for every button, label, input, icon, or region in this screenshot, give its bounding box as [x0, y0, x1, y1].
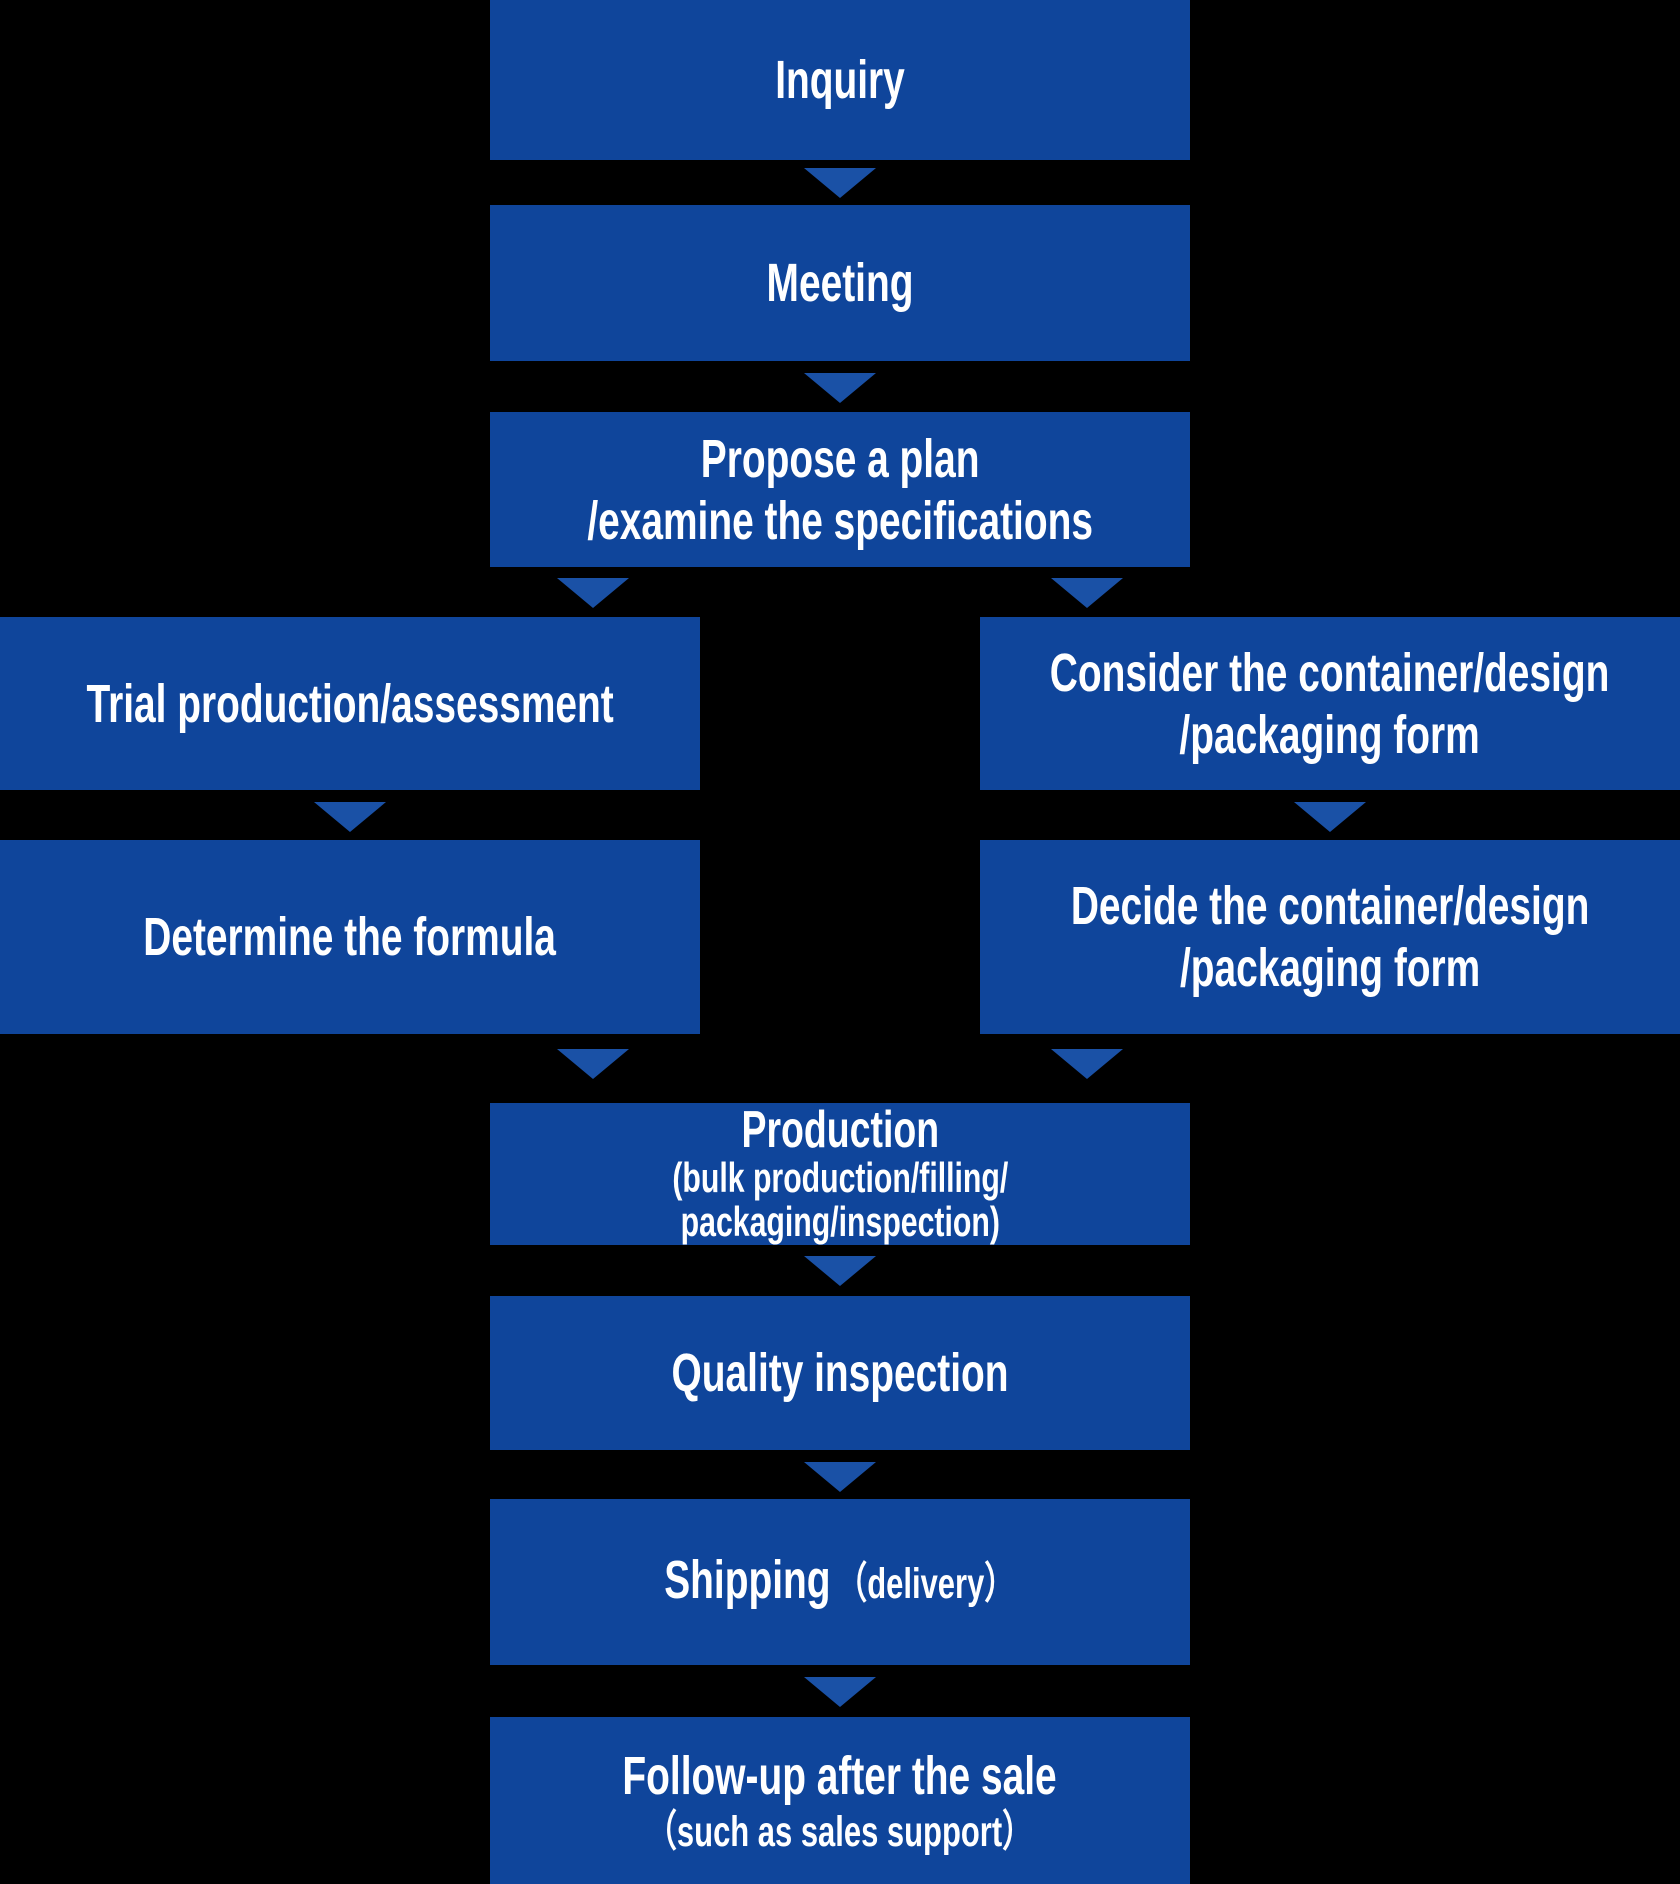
down-arrow-icon — [1051, 1049, 1123, 1079]
flow-node-inquiry: Inquiry — [490, 0, 1190, 160]
down-arrow-icon — [804, 373, 876, 403]
flow-node-consider-container: Consider the container/design /packaging… — [980, 617, 1680, 790]
flow-node-determine-formula: Determine the formula — [0, 840, 700, 1034]
flow-node-shipping-label: Shipping（delivery） — [664, 1550, 1016, 1610]
flow-node-meeting: Meeting — [490, 205, 1190, 361]
flow-node-follow-up: Follow-up after the sale （such as sales … — [490, 1717, 1190, 1884]
down-arrow-icon — [1294, 802, 1366, 832]
flow-node-trial-production-label: Trial production/assessment — [86, 673, 614, 734]
flow-node-follow-up-label: Follow-up after the sale （such as sales … — [622, 1745, 1058, 1856]
flow-node-production-label: Production (bulk production/filling/ pac… — [672, 1101, 1008, 1245]
flow-node-decide-container-label: Decide the container/design /packaging f… — [1070, 876, 1590, 998]
down-arrow-icon — [557, 1049, 629, 1079]
flow-node-quality-inspection: Quality inspection — [490, 1296, 1190, 1450]
flow-node-decide-container: Decide the container/design /packaging f… — [980, 840, 1680, 1034]
flow-node-trial-production: Trial production/assessment — [0, 617, 700, 790]
down-arrow-icon — [804, 1462, 876, 1492]
flow-node-shipping: Shipping（delivery） — [490, 1499, 1190, 1665]
flow-node-inquiry-label: Inquiry — [775, 50, 905, 110]
flow-node-consider-container-label: Consider the container/design /packaging… — [1050, 642, 1610, 765]
down-arrow-icon — [804, 168, 876, 198]
flow-node-propose-plan-label: Propose a plan /examine the specificatio… — [587, 428, 1093, 551]
down-arrow-icon — [1051, 578, 1123, 608]
flow-node-quality-inspection-label: Quality inspection — [671, 1343, 1009, 1403]
flow-node-propose-plan: Propose a plan /examine the specificatio… — [490, 412, 1190, 567]
flow-node-meeting-label: Meeting — [766, 253, 914, 313]
down-arrow-icon — [557, 578, 629, 608]
down-arrow-icon — [804, 1256, 876, 1286]
down-arrow-icon — [314, 802, 386, 832]
flow-node-determine-formula-label: Determine the formula — [143, 907, 557, 967]
flow-node-production: Production (bulk production/filling/ pac… — [490, 1103, 1190, 1245]
down-arrow-icon — [804, 1677, 876, 1707]
